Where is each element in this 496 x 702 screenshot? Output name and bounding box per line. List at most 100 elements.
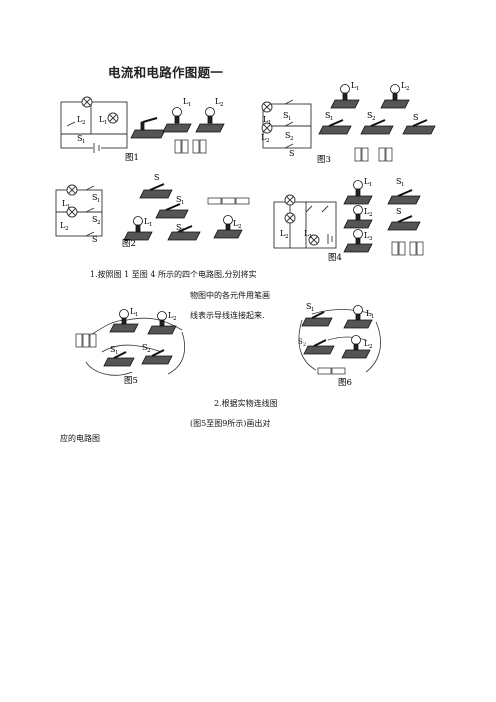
switch-s-fig2: [139, 183, 173, 199]
fig1-label-l2: L: [77, 115, 83, 124]
svg-text:L: L: [261, 133, 267, 142]
svg-text:S: S: [154, 173, 159, 182]
svg-text:2: 2: [290, 136, 294, 142]
switch-s1-fig3: [318, 119, 352, 135]
wires-fig5: [85, 317, 185, 376]
svg-text:2: 2: [147, 348, 151, 354]
svg-text:L: L: [364, 231, 370, 240]
circuit-diagram-3: [261, 99, 312, 149]
svg-text:L: L: [62, 199, 68, 208]
svg-text:2: 2: [65, 226, 69, 232]
svg-text:3: 3: [369, 236, 373, 242]
switch-s1-fig5: [103, 351, 135, 367]
svg-text:2: 2: [303, 342, 306, 348]
svg-text:2: 2: [97, 220, 101, 226]
svg-text:2: 2: [82, 120, 86, 126]
battery-pack-6: [317, 367, 346, 375]
svg-text:1: 1: [135, 312, 139, 318]
svg-text:S: S: [289, 149, 294, 158]
circuit-diagram-1: [60, 96, 128, 153]
fig2-caption: 图2: [122, 239, 136, 249]
bulb-l1-fig3: [330, 84, 360, 109]
svg-text:2: 2: [173, 316, 177, 322]
svg-text:S: S: [176, 195, 181, 204]
svg-text:L: L: [60, 221, 66, 230]
svg-text:L: L: [263, 115, 269, 124]
battery-pack-1: [174, 139, 207, 154]
switch-s2-fig3: [360, 119, 394, 135]
svg-text:S: S: [110, 345, 115, 354]
battery-pack-5: [75, 333, 97, 348]
question-1-line-2: 物图中的各元件用笔画: [190, 291, 270, 300]
svg-text:1: 1: [401, 182, 405, 188]
svg-text:S: S: [413, 113, 418, 122]
fig1-label-l1: L: [99, 115, 105, 124]
svg-text:1: 1: [369, 182, 373, 188]
svg-text:L: L: [144, 217, 150, 226]
fig4-caption: 图4: [328, 253, 342, 263]
svg-text:1: 1: [356, 86, 360, 92]
svg-text:L: L: [183, 97, 189, 106]
svg-text:S: S: [285, 131, 290, 140]
bulb-l1: [162, 107, 192, 133]
svg-text:L: L: [364, 177, 370, 186]
bulb-l2-fig2: [213, 215, 243, 239]
switch-s-fig3: [402, 119, 436, 135]
bulb-l1-fig5: [109, 309, 139, 333]
bulb-l2-fig3: [380, 84, 410, 109]
svg-text:L: L: [280, 229, 286, 238]
svg-text:1: 1: [149, 222, 153, 228]
svg-text:L: L: [364, 339, 370, 348]
svg-text:L: L: [168, 311, 174, 320]
svg-text:S: S: [92, 193, 97, 202]
svg-text:L: L: [364, 207, 370, 216]
svg-text:1: 1: [288, 116, 292, 122]
wires-fig6: [298, 309, 381, 373]
switch-s-fig4: [387, 215, 421, 231]
bulb-l1-fig2: [123, 216, 153, 241]
svg-text:L: L: [366, 309, 372, 318]
svg-text:L: L: [233, 219, 239, 228]
svg-text:1: 1: [82, 139, 86, 145]
svg-text:2: 2: [238, 224, 242, 230]
bulb-l2-fig5: [147, 311, 177, 335]
svg-text:L: L: [351, 81, 357, 90]
svg-text:S: S: [298, 338, 303, 346]
switch-s1-fig4: [387, 189, 421, 205]
svg-text:S: S: [92, 215, 97, 224]
svg-text:L: L: [215, 97, 221, 106]
switch-s1-fig6: [301, 311, 333, 327]
svg-text:2: 2: [406, 86, 410, 92]
svg-text:L: L: [401, 81, 407, 90]
bulb-l2: [195, 107, 225, 133]
svg-text:2: 2: [285, 234, 289, 240]
svg-text:1: 1: [115, 350, 119, 356]
svg-text:L: L: [130, 307, 136, 316]
svg-text:1: 1: [104, 120, 108, 126]
svg-text:1: 1: [67, 204, 71, 210]
svg-text:1: 1: [188, 102, 192, 108]
question-2-line-1: 2.根据实物连线图: [214, 399, 278, 408]
svg-text:S: S: [367, 111, 372, 120]
svg-text:1: 1: [371, 314, 375, 320]
fig1-label-s1: S: [77, 134, 82, 143]
battery-pack-2: [207, 197, 250, 205]
svg-text:2: 2: [220, 102, 224, 108]
svg-text:2: 2: [369, 212, 373, 218]
svg-text:1: 1: [311, 307, 315, 313]
svg-text:S: S: [306, 302, 311, 311]
svg-text:S: S: [325, 111, 330, 120]
svg-text:S: S: [283, 111, 288, 120]
svg-text:S: S: [142, 343, 147, 352]
battery-pack-3: [354, 147, 393, 162]
battery-pack-4: [391, 241, 424, 256]
svg-text:L: L: [304, 229, 310, 238]
switch-s2-fig2: [167, 225, 201, 241]
bulb-l1-fig4: [343, 180, 373, 205]
svg-text:2: 2: [181, 228, 185, 234]
svg-text:1: 1: [309, 234, 313, 240]
